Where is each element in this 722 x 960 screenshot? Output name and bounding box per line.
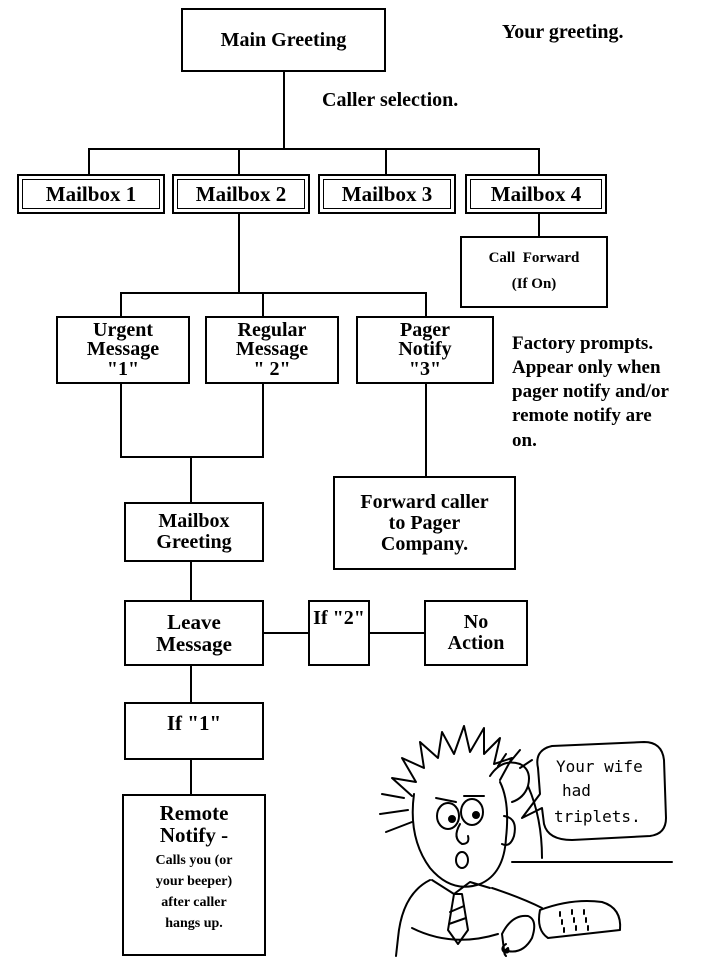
call-forward-label: Call Forward (488, 250, 580, 267)
surprised-man-illustration: Your wife had triplets. (379, 725, 673, 957)
no-action-label: No Action (447, 611, 505, 654)
if-1-label: If "1" (166, 711, 222, 735)
connector-regular-up (262, 292, 264, 318)
forward-pager-node: Forward caller to Pager Company. (333, 476, 516, 570)
if-1-node: If "1" (124, 702, 264, 760)
connector-leave-if2 (262, 632, 310, 634)
connector-mb1-up (88, 148, 90, 176)
mailbox-4-label: Mailbox 4 (490, 181, 582, 206)
mailbox-1-label: Mailbox 1 (45, 181, 137, 206)
forward-pager-label: Forward caller to Pager Company. (360, 490, 489, 555)
connector-merge-bus (120, 456, 264, 458)
remote-notify-title: Remote Notify - (159, 801, 229, 848)
connector-urgent-up (120, 292, 122, 318)
pager-notify-node: Pager Notify "3" (356, 316, 494, 384)
pager-notify-label: Pager Notify "3" (398, 318, 452, 380)
mailbox-2-label: Mailbox 2 (195, 181, 287, 206)
factory-prompts-note: Factory prompts. Appear only when pager … (512, 333, 669, 451)
mailbox-4-node: Mailbox 4 (465, 174, 607, 214)
connector-mb4-up (538, 148, 540, 176)
remote-notify-node: Remote Notify - Calls you (or your beepe… (122, 794, 266, 956)
mailbox-greeting-label: Mailbox Greeting (156, 510, 232, 553)
connector-mb4-forward (538, 212, 540, 238)
connector-main-down (283, 70, 285, 150)
leave-message-label: Leave Message (156, 609, 232, 656)
connector-leave-if1 (190, 664, 192, 704)
call-forward-condition: (If On) (511, 276, 557, 292)
your-greeting-note: Your greeting. (502, 21, 624, 43)
main-greeting-node: Main Greeting (181, 8, 386, 72)
mailbox-3-label: Mailbox 3 (341, 181, 433, 206)
regular-message-node: Regular Message " 2" (205, 316, 339, 384)
connector-if1-remote (190, 758, 192, 796)
remote-notify-detail: Calls you (or your beeper) after caller … (155, 853, 233, 932)
connector-pager-down (425, 382, 427, 478)
connector-if2-noaction (368, 632, 426, 634)
if-2-label: If "2" (313, 607, 365, 629)
speech-line-2: had (562, 781, 591, 800)
if-2-node: If "2" (308, 600, 370, 666)
urgent-message-label: Urgent Message "1" (86, 318, 160, 380)
leave-message-node: Leave Message (124, 600, 264, 666)
connector-options-bus (120, 292, 425, 294)
speech-line-1: Your wife (556, 757, 643, 776)
mailbox-3-node: Mailbox 3 (318, 174, 456, 214)
connector-urgent-down (120, 382, 122, 458)
connector-regular-down (262, 382, 264, 458)
connector-greeting-leave (190, 560, 192, 602)
connector-pager-up (425, 292, 427, 318)
speech-line-3: triplets. (554, 807, 641, 826)
mailbox-2-node: Mailbox 2 (172, 174, 310, 214)
regular-message-label: Regular Message " 2" (235, 318, 309, 380)
connector-merge-down (190, 456, 192, 504)
call-forward-node: Call Forward (If On) (460, 236, 608, 308)
main-greeting-label: Main Greeting (220, 28, 347, 51)
connector-mb2-down (238, 212, 240, 294)
connector-mb3-up (385, 148, 387, 176)
mailbox-1-node: Mailbox 1 (17, 174, 165, 214)
urgent-message-node: Urgent Message "1" (56, 316, 190, 384)
connector-mailbox-bus (88, 148, 540, 150)
caller-selection-note: Caller selection. (322, 89, 459, 111)
connector-mb2-up (238, 148, 240, 176)
mailbox-greeting-node: Mailbox Greeting (124, 502, 264, 562)
no-action-node: No Action (424, 600, 528, 666)
